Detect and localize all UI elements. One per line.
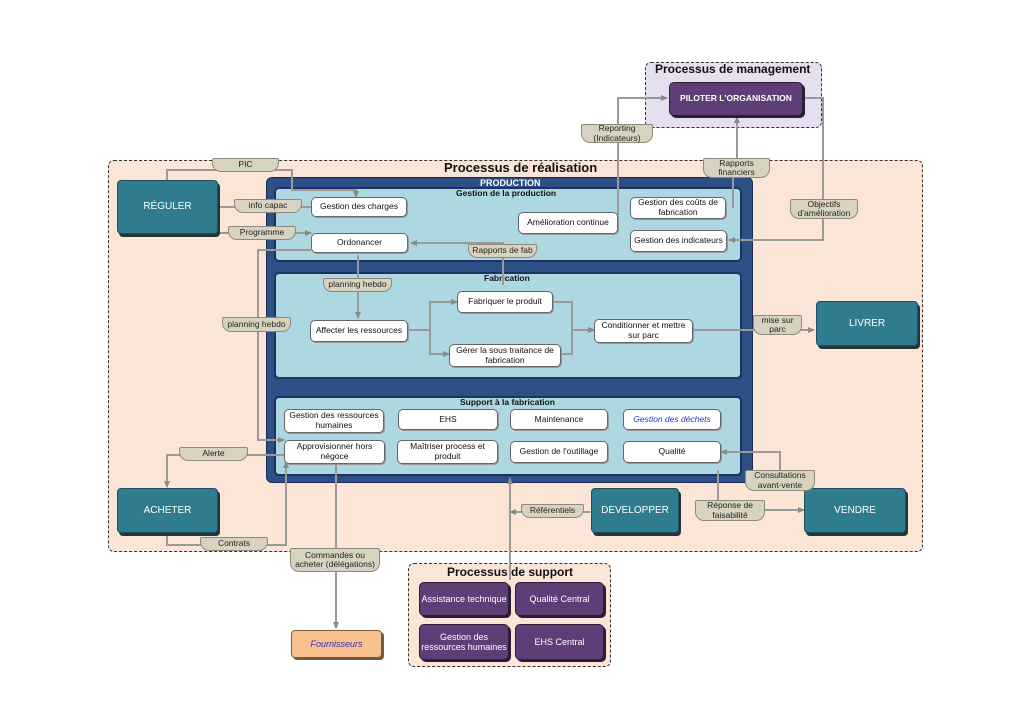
tag-referentiels: Référentiels [521, 504, 584, 518]
fabriquer-produit-box[interactable]: Fabriquer le produit [457, 291, 553, 313]
piloter-organisation-box[interactable]: PILOTER L'ORGANISATION [669, 82, 803, 116]
maintenance-box[interactable]: Maintenance [510, 409, 608, 430]
affecter-ressources-box[interactable]: Affecter les ressources [310, 320, 408, 342]
flow-affecter-sous-traitance [409, 329, 450, 357]
tag-reponse: Réponse de faisabilité [695, 500, 765, 521]
tag-consultations: Consultations avant-vente [745, 470, 815, 491]
tag-planning-hebdo-1: planning hebdo [323, 278, 392, 292]
developper-box[interactable]: DEVELOPPER [591, 488, 679, 533]
flow-pic [166, 169, 359, 198]
tag-reporting: Reporting (Indicateurs) [581, 123, 653, 143]
ehs-box[interactable]: EHS [398, 409, 498, 430]
flow-planning-hebdo-left [257, 249, 311, 443]
maitriser-process-box[interactable]: Maîtriser process et produit [397, 440, 498, 464]
approvisionner-box[interactable]: Approvisionner hors négoce [284, 440, 385, 464]
gestion-rh-central-box[interactable]: Gestion des ressources humaines [419, 624, 509, 660]
tag-rapports-fab: Rapports de fab [468, 244, 537, 258]
gestion-charges-box[interactable]: Gestion des charges [311, 197, 407, 217]
fournisseurs-box[interactable]: Fournisseurs [291, 630, 382, 658]
tag-pic: PIC [212, 158, 279, 172]
realisation-title: Processus de réalisation [444, 160, 598, 175]
gestion-outillage-box[interactable]: Gestion de l'outillage [510, 441, 608, 463]
tag-mise-sur-parc: mise sur parc [753, 315, 802, 335]
gestion-title: Gestion de la production [456, 188, 557, 198]
tag-programme: Programme [228, 226, 296, 240]
gestion-couts-box[interactable]: Gestion des coûts de fabrication [630, 197, 726, 219]
tag-alerte: Alerte [179, 447, 248, 461]
tag-commandes: Commandes ou acheter (délégations) [290, 548, 380, 572]
tag-rapports-financiers: Rapports financiers [703, 158, 770, 178]
flow-fabriquer-conditionner [553, 301, 595, 333]
ehs-central-box[interactable]: EHS Central [515, 624, 604, 660]
flow-reporting [617, 95, 668, 215]
acheter-box[interactable]: ACHETER [117, 488, 218, 533]
management-title: Processus de management [655, 62, 811, 76]
gestion-dechets-box[interactable]: Gestion des déchets [623, 409, 721, 430]
tag-info-capac: info capac [234, 199, 302, 213]
gestion-indicateurs-box[interactable]: Gestion des indicateurs [630, 230, 727, 252]
qualite-box[interactable]: Qualité [623, 441, 721, 463]
sous-traitance-box[interactable]: Gérer la sous traitance de fabrication [449, 344, 561, 367]
amelioration-continue-box[interactable]: Amélioration continue [518, 212, 618, 234]
tag-objectifs: Objectifs d'amélioration [790, 199, 858, 219]
flow-sous-traitance-conditionner [561, 327, 595, 355]
fabrication-title: Fabrication [484, 273, 530, 283]
flow-rapports-fab [410, 240, 504, 285]
assistance-technique-box[interactable]: Assistance technique [419, 582, 509, 616]
gestion-rh-box[interactable]: Gestion des ressources humaines [284, 409, 384, 433]
ordonancer-box[interactable]: Ordonancer [311, 233, 408, 253]
flow-affecter-fabriquer [409, 299, 458, 331]
conditionner-box[interactable]: Conditionner et mettre sur parc [594, 319, 693, 343]
tag-contrats: Contrats [200, 537, 268, 551]
qualite-central-box[interactable]: Qualité Central [515, 582, 604, 616]
production-title: PRODUCTION [480, 178, 541, 188]
livrer-box[interactable]: LIVRER [816, 301, 918, 346]
support-fab-title: Support à la fabrication [460, 397, 555, 407]
reguler-box[interactable]: RÉGULER [117, 180, 218, 234]
flow-objectifs [728, 97, 824, 243]
vendre-box[interactable]: VENDRE [804, 488, 906, 533]
tag-planning-hebdo-2: planning hebdo [222, 317, 291, 332]
